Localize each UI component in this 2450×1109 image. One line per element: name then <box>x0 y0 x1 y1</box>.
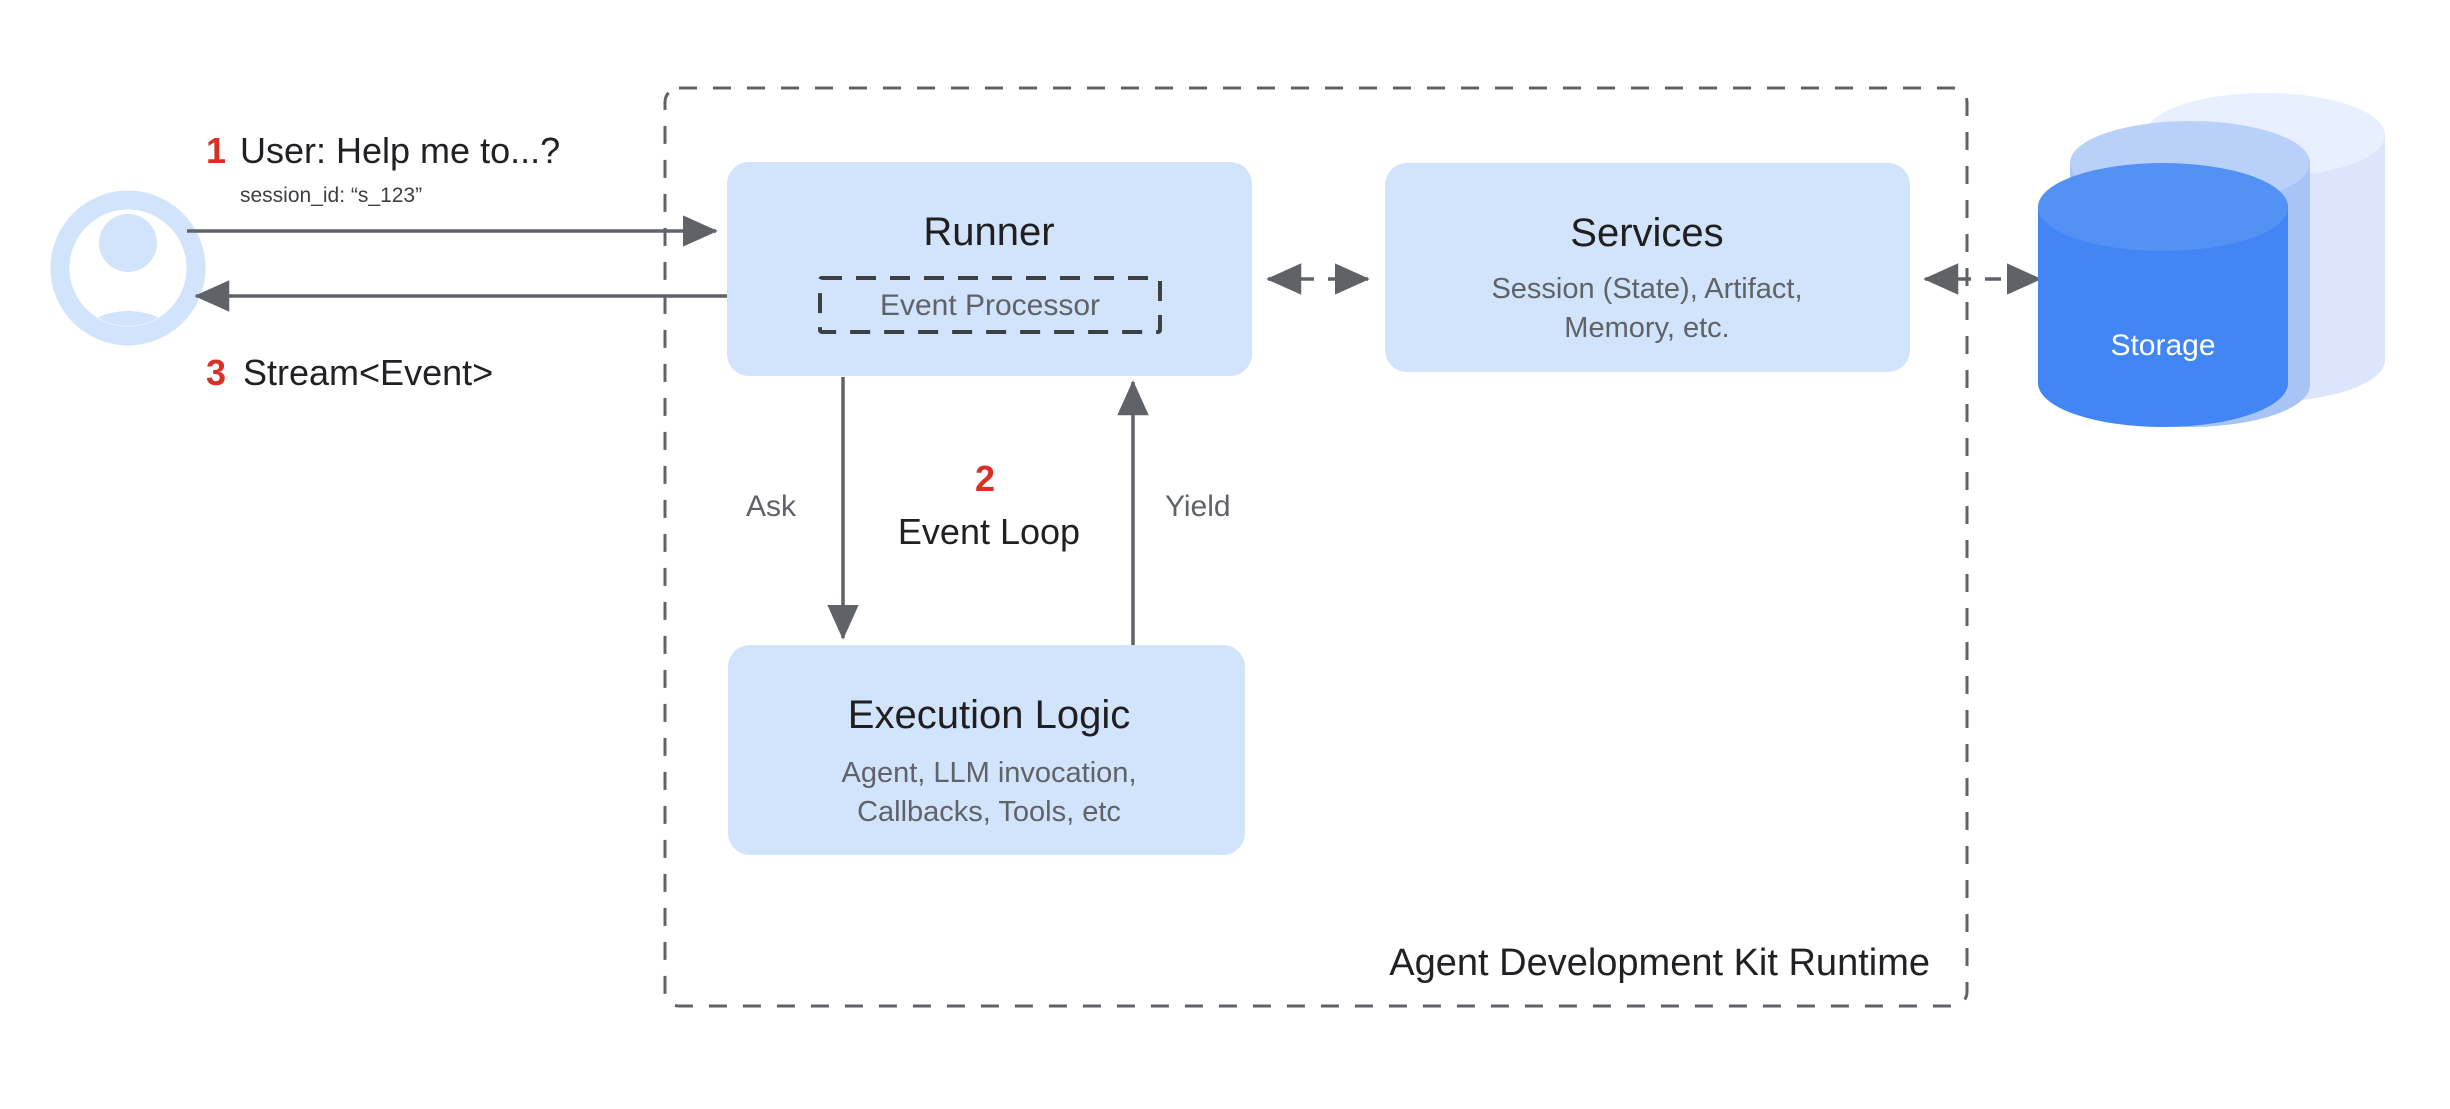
step-1-block: 1 User: Help me to...? session_id: “s_12… <box>206 130 560 207</box>
services-node <box>1385 163 1910 372</box>
execution-logic-title: Execution Logic <box>848 693 1130 737</box>
event-processor-label: Event Processor <box>880 289 1100 322</box>
event-loop-label: Event Loop <box>898 511 1080 552</box>
execution-logic-subtitle-line2: Callbacks, Tools, etc <box>857 796 1121 828</box>
services-subtitle-line1: Session (State), Artifact, <box>1491 273 1802 305</box>
adk-runtime-container <box>663 86 1969 1008</box>
person-icon <box>70 214 186 326</box>
storage-cylinder-front <box>2038 163 2288 427</box>
execution-logic-node <box>728 645 1245 855</box>
step-1-label: User: Help me to...? <box>240 130 560 171</box>
step-3-label: Stream<Event> <box>243 352 493 393</box>
step-3-block: 3 Stream<Event> <box>206 352 493 393</box>
step-3-number: 3 <box>206 352 226 393</box>
storage-node: Storage <box>2038 93 2385 427</box>
runtime-title: Agent Development Kit Runtime <box>1389 942 1930 984</box>
event-processor-box <box>818 276 1162 334</box>
storage-label: Storage <box>2110 329 2215 362</box>
step-2-number: 2 <box>975 458 995 499</box>
runner-title: Runner <box>923 210 1054 254</box>
services-title: Services <box>1570 211 1723 255</box>
step-1-sublabel: session_id: “s_123” <box>240 184 422 207</box>
execution-logic-subtitle-line1: Agent, LLM invocation, <box>841 757 1136 789</box>
yield-label: Yield <box>1165 490 1231 523</box>
runner-node <box>727 162 1252 376</box>
ask-label: Ask <box>746 490 797 523</box>
user-avatar <box>50 190 206 346</box>
services-subtitle-line2: Memory, etc. <box>1564 312 1729 344</box>
step-1-number: 1 <box>206 130 226 171</box>
